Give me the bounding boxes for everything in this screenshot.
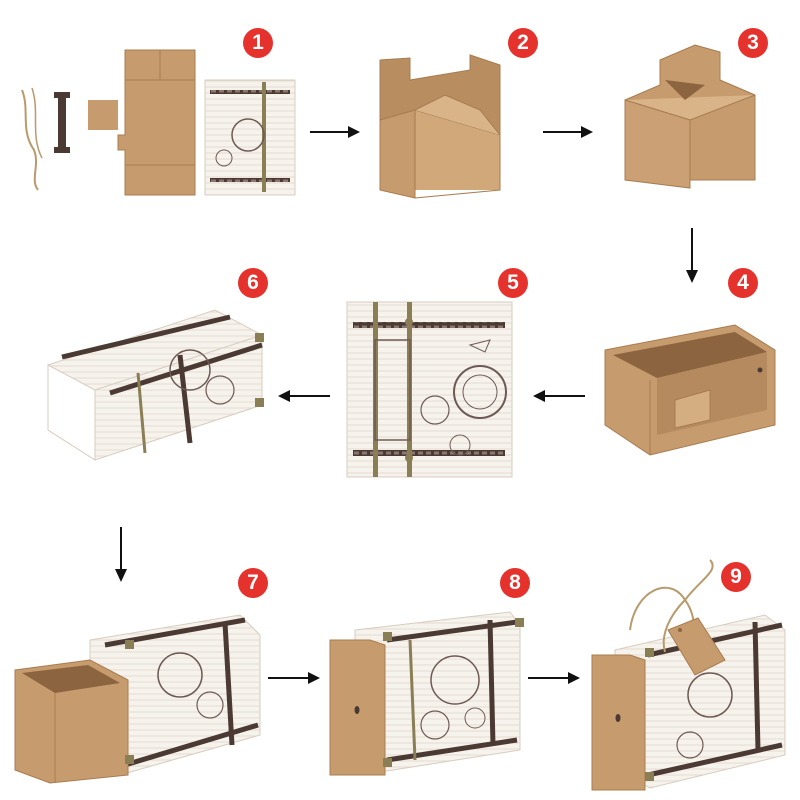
step-8-closed-box xyxy=(329,611,524,776)
printed-sleeve-blank-icon xyxy=(204,79,296,196)
step-9-finished-suitcase xyxy=(591,559,786,791)
kraft-tray-blank-icon xyxy=(117,49,196,196)
step-3-badge: 3 xyxy=(738,28,768,58)
step-5-badge: 5 xyxy=(498,268,528,298)
step-7-tray-inserting xyxy=(14,614,261,784)
arrow-down-icon xyxy=(686,228,698,283)
step-6-badge: 6 xyxy=(238,268,268,298)
step-4-badge: 4 xyxy=(728,268,758,298)
step-9-badge: 9 xyxy=(721,562,751,592)
step-8-badge: 8 xyxy=(500,568,530,598)
arrow-right-icon xyxy=(528,672,580,684)
step-2-tray-folded xyxy=(379,54,501,199)
arrow-left-icon xyxy=(278,390,330,402)
step-5-printed-sleeve xyxy=(346,301,513,478)
tag-icon xyxy=(88,100,118,130)
step-1-flat-pieces xyxy=(21,49,296,196)
twine-icon xyxy=(21,89,39,191)
arrow-right-icon xyxy=(543,126,593,138)
step-6-sleeve-tube xyxy=(47,309,264,461)
tag-icon xyxy=(667,617,726,676)
arrow-left-icon xyxy=(533,390,585,402)
step-3-tray-tucked xyxy=(624,44,756,189)
step-4-open-tray xyxy=(604,324,776,456)
twine-icon xyxy=(629,559,714,631)
arrow-down-icon xyxy=(115,527,127,582)
step-1-badge: 1 xyxy=(243,28,273,58)
arrow-right-icon xyxy=(268,672,320,684)
strap-icon xyxy=(58,95,66,150)
step-2-badge: 2 xyxy=(508,28,538,58)
arrow-right-icon xyxy=(310,126,360,138)
step-7-badge: 7 xyxy=(238,568,268,598)
